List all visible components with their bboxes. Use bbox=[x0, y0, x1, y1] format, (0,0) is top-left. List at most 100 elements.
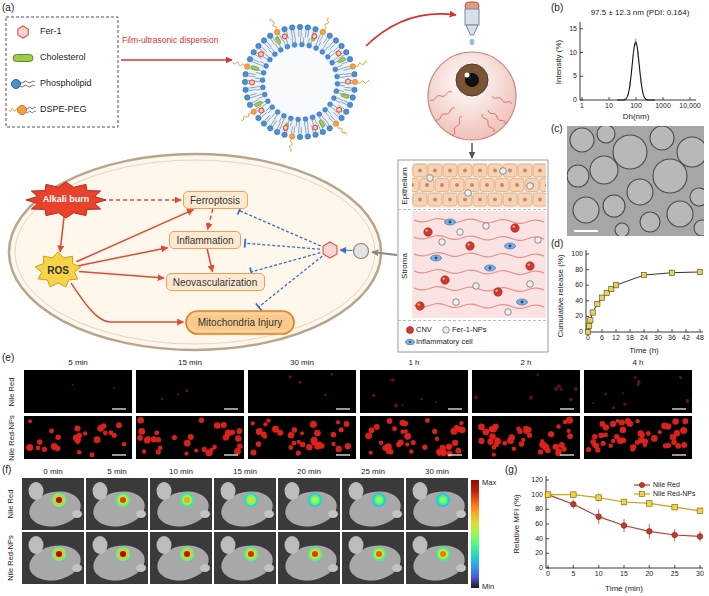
tick-label: 80 bbox=[575, 266, 583, 274]
node-text: Ferroptosis bbox=[190, 195, 240, 206]
scale-bar bbox=[448, 408, 462, 409]
panel-a-art bbox=[6, 2, 569, 352]
lipid-head bbox=[347, 102, 352, 107]
tick-mark bbox=[636, 97, 637, 100]
lipid-head bbox=[268, 126, 273, 131]
data-point bbox=[613, 283, 618, 288]
lipid-head bbox=[352, 71, 357, 76]
lipid-tail bbox=[333, 112, 338, 117]
lipid-tail bbox=[308, 38, 309, 43]
fer1-hexagon bbox=[346, 79, 351, 84]
vesicle bbox=[640, 212, 660, 232]
lipid-tail bbox=[304, 122, 306, 127]
fer1-hexagon bbox=[337, 107, 342, 112]
legend-sample bbox=[634, 482, 650, 487]
lipid-tail bbox=[320, 35, 323, 41]
lipid-tail bbox=[263, 56, 267, 59]
lipid-tail bbox=[291, 121, 292, 126]
lipid-head bbox=[334, 89, 339, 94]
lipid-tail bbox=[276, 44, 279, 48]
lipid-tail bbox=[268, 110, 272, 113]
release-curve bbox=[588, 272, 700, 332]
cholesterol bbox=[275, 36, 282, 45]
fluorescence-image bbox=[248, 416, 356, 459]
lipid-tail bbox=[250, 94, 257, 96]
node-text: ROS bbox=[47, 265, 69, 276]
lipid-head bbox=[282, 113, 287, 118]
mouse-image bbox=[22, 532, 84, 585]
fluorescence-image bbox=[472, 370, 580, 413]
lipid-head bbox=[265, 99, 270, 104]
legend-sample bbox=[406, 339, 415, 344]
causal-arrow bbox=[78, 248, 167, 266]
fluorescence-image bbox=[24, 416, 132, 459]
cnv-vessel bbox=[466, 242, 474, 250]
lipid-head bbox=[352, 79, 357, 84]
lipid-head bbox=[285, 44, 290, 49]
lipid-tail bbox=[326, 113, 329, 117]
inhibition-line bbox=[259, 256, 322, 307]
lipid-head bbox=[245, 64, 250, 69]
axis-title: Intensity (%) bbox=[555, 40, 564, 84]
lipid-tail bbox=[271, 48, 274, 52]
inhibition-line bbox=[245, 243, 320, 249]
lipid-tail bbox=[249, 90, 256, 91]
tick-mark bbox=[546, 553, 549, 554]
vesicle bbox=[597, 126, 615, 143]
lipid-tail bbox=[293, 30, 295, 37]
lipid-head bbox=[282, 132, 287, 137]
inhibition-line bbox=[251, 253, 320, 272]
lipid-tail bbox=[323, 45, 326, 49]
release-arrow bbox=[340, 249, 353, 251]
tick-label: 120 bbox=[531, 476, 543, 484]
data-point bbox=[697, 269, 702, 274]
tick-mark bbox=[649, 565, 650, 568]
lipid-tail bbox=[308, 126, 309, 133]
lipid-head bbox=[313, 132, 318, 137]
panel-letter: (d) bbox=[551, 238, 563, 249]
panel-letter: (g) bbox=[505, 464, 517, 475]
legend-box bbox=[6, 17, 118, 127]
legend-sample bbox=[13, 55, 33, 62]
cryo-tem-image bbox=[567, 126, 704, 236]
eye-dropper bbox=[465, 2, 479, 45]
lipid-tail bbox=[280, 34, 283, 40]
lipid-head bbox=[317, 112, 322, 117]
causal-arrow bbox=[102, 199, 181, 201]
tick-label: 10 bbox=[605, 102, 613, 110]
tick-mark bbox=[630, 329, 631, 332]
mouse-image bbox=[278, 478, 340, 531]
lipid-tail bbox=[345, 87, 352, 89]
lipid-tail bbox=[334, 58, 338, 61]
time-label: 30 min bbox=[290, 359, 314, 368]
peg-chain bbox=[270, 18, 276, 29]
node-text: Neovascularization bbox=[173, 277, 258, 288]
lipid-head bbox=[305, 134, 310, 139]
axis-title: Time (min) bbox=[605, 585, 643, 594]
nanoparticle bbox=[457, 229, 464, 236]
legend-text: Nile Red-NPs bbox=[653, 490, 695, 498]
lipid-tail bbox=[277, 122, 280, 128]
data-point bbox=[641, 272, 646, 277]
tick-label: 0 bbox=[586, 334, 590, 342]
cnv-vessel bbox=[416, 302, 424, 310]
scale-bar bbox=[672, 454, 686, 455]
lipid-tail bbox=[269, 50, 272, 54]
fer1-hexagon bbox=[336, 51, 341, 56]
process-label: Film-ultrasonic dispersion bbox=[122, 36, 218, 45]
axis-line bbox=[586, 332, 703, 333]
lipid-tail bbox=[299, 122, 300, 127]
axis-title: Dh(nm) bbox=[623, 113, 650, 122]
lipid-head bbox=[325, 54, 330, 59]
tick-label: 20 bbox=[535, 549, 543, 557]
lipid-head bbox=[261, 85, 266, 90]
epithelial-cell bbox=[413, 164, 427, 177]
lipid-head bbox=[303, 117, 308, 122]
mouse-image bbox=[86, 478, 148, 531]
lipid-tail bbox=[305, 127, 307, 134]
lipid-head bbox=[256, 115, 261, 120]
lipid-tail bbox=[253, 59, 259, 62]
lipid-tail bbox=[343, 69, 350, 71]
panel-letter: (f) bbox=[2, 464, 11, 475]
